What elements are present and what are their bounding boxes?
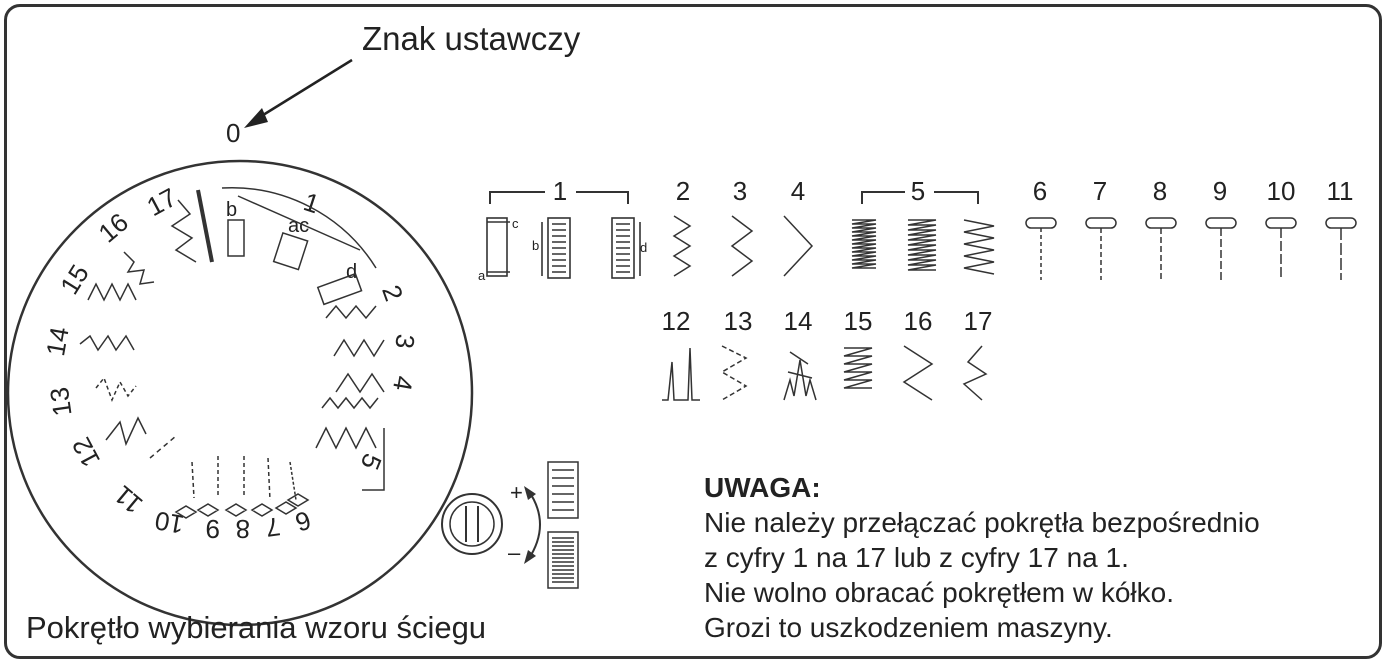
row1-numbers: 1 2 3 4 5 6 7 8 9 10 11 [553, 176, 1354, 206]
bracket-5 [861, 191, 979, 204]
buttonhole-letter-b: b [532, 238, 539, 253]
dial-stitch-17 [170, 199, 197, 263]
stitch-glyph-4 [783, 215, 814, 277]
dial-stitch-glyphs [79, 186, 385, 519]
warning-note: UWAGA: Nie należy przełączać pokrętła be… [704, 470, 1384, 645]
dial-number-14: 14 [40, 325, 75, 359]
warning-line-4: Grozi to uszkodzeniem maszyny. [704, 612, 1113, 643]
knob-stitch-samples [547, 461, 579, 589]
stitch-number-17: 17 [964, 306, 993, 336]
dial-arrow-1 [237, 195, 361, 251]
stitch-glyph-17 [962, 345, 988, 401]
dial-letter-b: b [226, 199, 237, 221]
pointer-arrow [244, 58, 353, 128]
dial-stitch-6 [289, 461, 297, 501]
dial-caption: Pokrętło wybierania wzoru ściegu [26, 610, 487, 645]
warning-line-1: Nie należy przełączać pokrętła bezpośred… [704, 507, 1260, 538]
stitch-number-7: 7 [1093, 176, 1107, 206]
dial-number-8: 8 [236, 514, 250, 544]
stitch-number-1: 1 [553, 176, 567, 206]
row2-stitch-glyphs [662, 345, 988, 401]
buttonhole-letter-a: a [478, 268, 486, 283]
stitch-number-3: 3 [733, 176, 747, 206]
warning-line-3: Nie wolno obracać pokrętłem w kółko. [704, 577, 1174, 608]
dial-buttonhole-b [227, 219, 245, 257]
dial-stitch-16 [123, 251, 155, 285]
dial-number-10: 10 [153, 505, 187, 540]
group-brackets [489, 191, 979, 204]
dial-stitch-5b [315, 426, 377, 450]
dial-stitch-3 [333, 338, 385, 358]
dial-start-line [196, 189, 214, 263]
dial-stitch-10 [191, 461, 195, 499]
stitch-number-16: 16 [904, 306, 933, 336]
bracket-1 [489, 191, 629, 204]
stitch-number-14: 14 [784, 306, 813, 336]
stitch-number-2: 2 [676, 176, 690, 206]
row1-stitch-glyphs [672, 215, 1357, 280]
stitch-number-6: 6 [1033, 176, 1047, 206]
dial-number-9: 9 [206, 514, 220, 544]
straight-stitch-glyphs [1025, 217, 1357, 280]
stitch-glyph-5b [907, 219, 937, 271]
mark-symbol: 0 [226, 118, 240, 148]
dial-stitch-4 [335, 372, 385, 394]
dial-number-7: 7 [264, 511, 283, 543]
row2-numbers: 12 13 14 15 16 17 [662, 306, 993, 336]
dial-stitch-11 [149, 435, 177, 459]
dial-oval-marks [174, 493, 310, 519]
dial-buttonhole-ac [272, 232, 309, 271]
dial-stitch-7 [267, 457, 271, 501]
stitch-number-4: 4 [791, 176, 805, 206]
warning-line-2: z cyfry 1 na 17 lub z cyfry 17 na 1. [704, 542, 1129, 573]
stitch-glyph-15 [843, 347, 873, 389]
stitch-glyph-5c [963, 219, 995, 275]
dial-number-3: 3 [389, 333, 420, 351]
dial-stitch-13 [95, 376, 137, 403]
dial-bracket-5 [362, 428, 385, 491]
stitch-glyph-14 [783, 351, 817, 401]
stitch-glyph-3 [730, 215, 754, 277]
dial-stitch-2 [325, 304, 377, 320]
stitch-glyph-16 [902, 345, 934, 401]
stitch-number-12: 12 [662, 306, 691, 336]
dial-stitch-15 [87, 282, 137, 302]
stitch-number-8: 8 [1153, 176, 1167, 206]
stitch-number-11: 11 [1327, 176, 1354, 206]
pattern-dial[interactable] [6, 159, 474, 627]
stitch-number-9: 9 [1213, 176, 1227, 206]
dial-bracket-1 [221, 186, 377, 269]
warning-title: UWAGA: [704, 472, 821, 503]
dial-number-13: 13 [44, 385, 78, 418]
dial-stitch-14 [79, 334, 135, 352]
dial-number-4: 4 [387, 374, 419, 393]
mark-label: Znak ustawczy [362, 20, 581, 57]
knob-plus-label: + [510, 480, 523, 505]
buttonhole-letter-c: c [512, 216, 519, 231]
knob-arrow [527, 489, 541, 561]
knob-minus-label: – [508, 540, 521, 565]
stitch-glyph-13 [720, 345, 748, 401]
dial-stitch-5a [321, 396, 379, 410]
stitch-number-10: 10 [1267, 176, 1296, 206]
dial-letter-d: d [346, 261, 357, 283]
buttonhole-glyphs [486, 217, 641, 279]
stitch-glyph-2 [672, 215, 692, 277]
stitch-glyph-5a [851, 219, 877, 269]
buttonhole-letter-d: d [640, 240, 647, 255]
stitch-glyph-12 [662, 347, 700, 401]
stitch-number-13: 13 [724, 306, 753, 336]
dial-buttonhole-d [316, 272, 363, 306]
stitch-number-5: 5 [911, 176, 925, 206]
dial-stitch-12 [105, 416, 147, 447]
buttonhole-letters: a b c d [478, 216, 647, 283]
stitch-length-knob[interactable]: + – [441, 461, 579, 589]
stitch-number-15: 15 [844, 306, 873, 336]
